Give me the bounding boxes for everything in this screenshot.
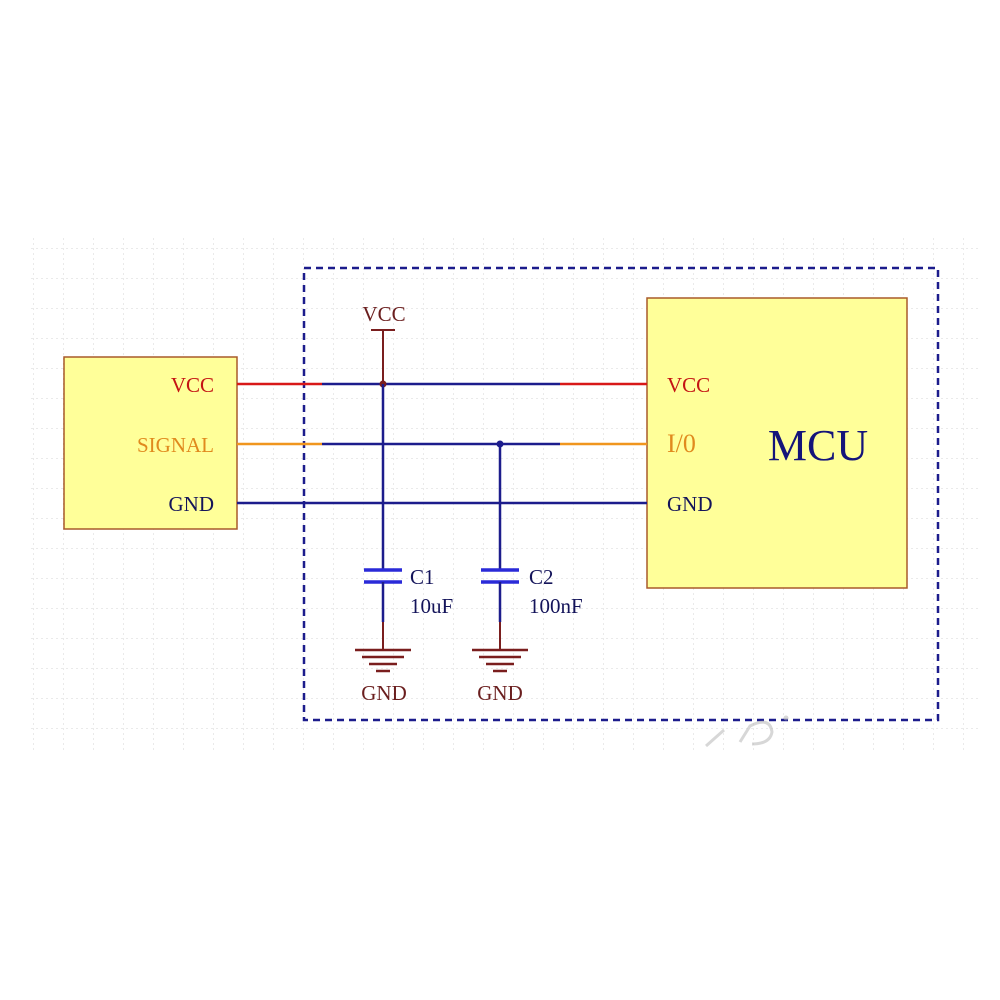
c1-value-label: 10uF — [410, 594, 453, 618]
c2-value-label: 100nF — [529, 594, 583, 618]
mcu-pin-io-label: I/0 — [667, 429, 696, 458]
mcu-title: MCU — [768, 421, 868, 470]
left-block — [63, 356, 238, 530]
left-pin-signal-label: SIGNAL — [137, 433, 214, 457]
module-boundary-frame — [302, 266, 940, 722]
gnd-label-2: GND — [477, 681, 523, 705]
vcc-power-port — [371, 329, 395, 384]
gnd-symbol-2 — [472, 648, 528, 673]
gnd-symbol-1 — [355, 648, 411, 673]
watermark-logo-icon — [705, 715, 789, 748]
c1-branch — [364, 384, 402, 650]
left-pin-gnd-label: GND — [169, 492, 215, 516]
mcu-pin-vcc-label: VCC — [667, 373, 710, 397]
c2-ref-label: C2 — [529, 565, 554, 589]
left-pin-vcc-label: VCC — [171, 373, 214, 397]
vcc-power-label: VCC — [362, 302, 405, 326]
c1-ref-label: C1 — [410, 565, 435, 589]
gnd-label-1: GND — [361, 681, 407, 705]
c2-branch — [481, 444, 519, 650]
mcu-pin-gnd-label: GND — [667, 492, 713, 516]
